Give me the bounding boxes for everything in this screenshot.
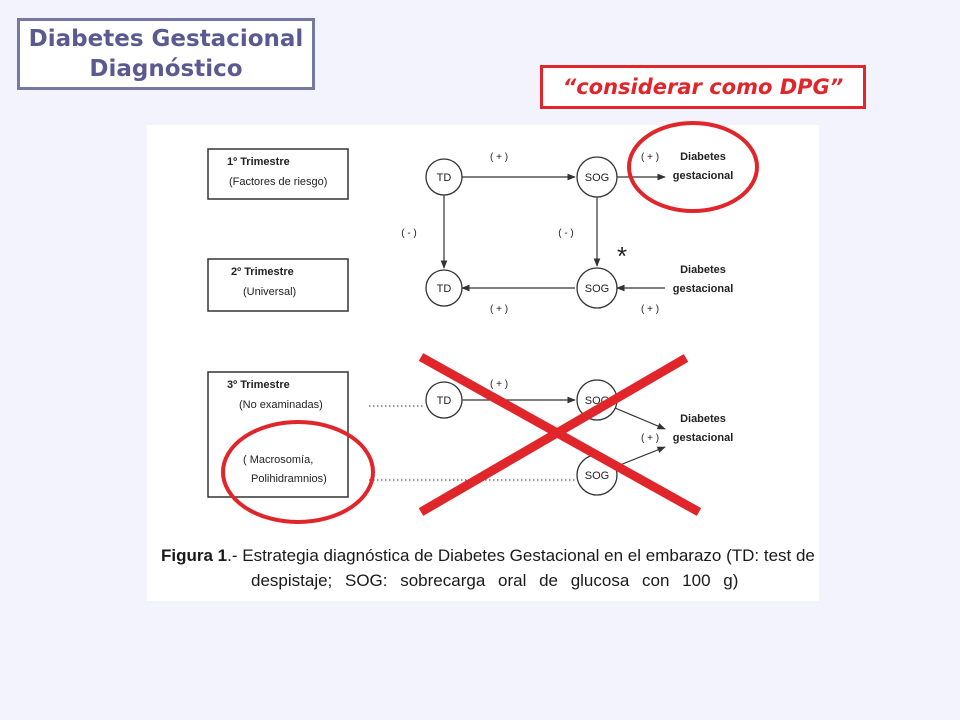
td-label-2: TD <box>437 283 452 295</box>
caption-line-2: despistaje; SOG: sobrecarga oral de gluc… <box>251 571 739 590</box>
sign-pos-6: ( + ) <box>641 433 659 444</box>
slide-title: Diabetes Gestacional Diagnóstico <box>17 18 315 90</box>
caption-separator: .- <box>227 546 243 565</box>
highlight-circle-top <box>627 121 759 213</box>
diagnostic-figure: 1º Trimestre (Factores de riesgo) 2º Tri… <box>147 125 819 601</box>
outcome-3-line1: Diabetes <box>680 413 726 425</box>
sign-pos-5: ( + ) <box>490 379 508 390</box>
outcome-1-line1: Diabetes <box>680 151 726 163</box>
trimester-2-subtitle: (Universal) <box>243 286 296 298</box>
callout-box: “considerar como DPG” <box>540 65 866 109</box>
outcome-1-line2: gestacional <box>673 170 734 182</box>
outcome-3-line2: gestacional <box>673 432 734 444</box>
title-line-1: Diabetes Gestacional <box>28 26 304 52</box>
trimester-3-subtitle: (No examinadas) <box>239 399 323 411</box>
sog-label-4: SOG <box>585 470 609 482</box>
trimester-3-note-2: Polihidramnios) <box>251 473 327 485</box>
trimester-3-note-1: ( Macrosomía, <box>243 454 313 466</box>
sign-pos-1: ( + ) <box>490 152 508 163</box>
sign-pos-4: ( + ) <box>641 304 659 315</box>
td-label-3: TD <box>437 395 452 407</box>
sign-neg-1: ( - ) <box>401 228 417 239</box>
sog-label-2: SOG <box>585 283 609 295</box>
trimester-2-title: 2º Trimestre <box>231 266 294 278</box>
trimester-1-title: 1º Trimestre <box>227 156 290 168</box>
outcome-2-line1: Diabetes <box>680 264 726 276</box>
title-line-2: Diagnóstico <box>89 56 243 82</box>
td-label-1: TD <box>437 172 452 184</box>
outcome-2-line2: gestacional <box>673 283 734 295</box>
trimester-1-subtitle: (Factores de riesgo) <box>229 176 327 188</box>
highlight-circle-bottom <box>221 420 375 524</box>
caption-label: Figura 1 <box>161 546 228 565</box>
figure-caption: Figura 1.- Estrategia diagnóstica de Dia… <box>161 543 815 593</box>
callout-text: “considerar como DPG” <box>562 75 844 99</box>
caption-line-1: Estrategia diagnóstica de Diabetes Gesta… <box>242 546 815 565</box>
sign-pos-3: ( + ) <box>490 304 508 315</box>
trimester-3-title: 3º Trimestre <box>227 379 290 391</box>
asterisk: * <box>617 241 627 271</box>
sog-label-1: SOG <box>585 172 609 184</box>
sign-pos-2: ( + ) <box>641 152 659 163</box>
trimester-2-box: 2º Trimestre (Universal) <box>207 258 349 312</box>
cross-out-mark <box>418 353 702 516</box>
trimester-1-box: 1º Trimestre (Factores de riesgo) <box>207 148 349 200</box>
sign-neg-2: ( - ) <box>558 228 574 239</box>
